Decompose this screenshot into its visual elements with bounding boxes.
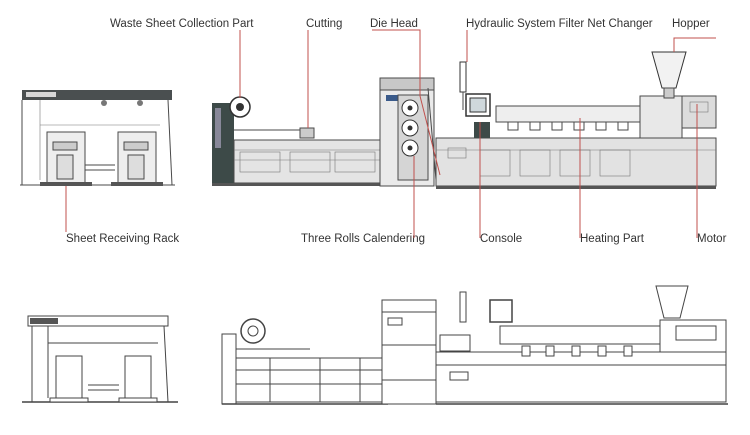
label-hydraulic-filter: Hydraulic System Filter Net Changer xyxy=(466,18,653,30)
bottom-cutting-unit xyxy=(221,318,388,405)
label-sheet-receiving-rack: Sheet Receiving Rack xyxy=(66,233,180,245)
bottom-machine xyxy=(22,285,728,405)
bottom-sheet-receiving-rack xyxy=(22,315,178,403)
label-three-rolls-calendering: Three Rolls Calendering xyxy=(301,233,426,245)
label-die-head: Die Head xyxy=(370,18,418,30)
label-heating-part: Heating Part xyxy=(580,233,644,245)
label-waste-sheet-collection-part: Waste Sheet Collection Part xyxy=(110,18,254,30)
top-cutting-unit xyxy=(212,96,387,186)
top-sheet-receiving-rack xyxy=(20,90,175,186)
bottom-extruder xyxy=(435,285,728,405)
top-extruder xyxy=(435,51,717,189)
label-cutting: Cutting xyxy=(306,18,343,30)
label-hopper: Hopper xyxy=(672,18,710,30)
top-leader-lines xyxy=(65,29,716,238)
top-machine xyxy=(20,29,717,238)
label-console: Console xyxy=(480,233,523,245)
bottom-calender-unit xyxy=(381,299,437,405)
top-calender-unit xyxy=(379,77,437,187)
label-motor: Motor xyxy=(697,233,727,245)
